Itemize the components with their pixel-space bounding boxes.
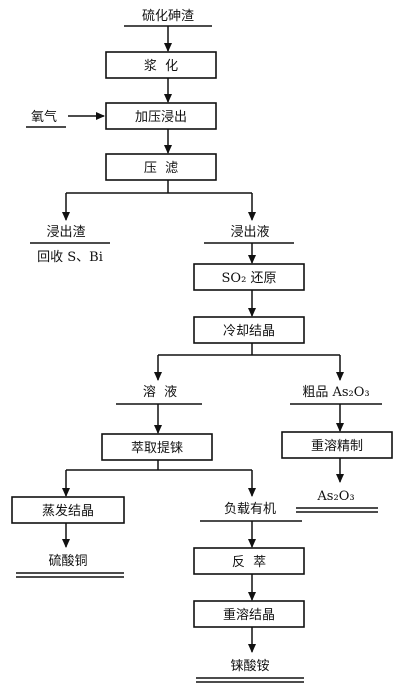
box-evap-crystal: [11, 496, 125, 524]
box-recrystal-refine: [281, 431, 393, 459]
label-crude: 粗品 As₂O₃: [302, 385, 369, 400]
label-cool-crystal: 冷却结晶: [223, 324, 275, 339]
label-product-as2o3: As₂O₃: [316, 489, 354, 504]
box-cool-crystal: [193, 316, 305, 344]
label-start: 硫化砷渣: [142, 9, 194, 24]
label-leach-residue: 浸出渣: [46, 225, 85, 240]
label-oxygen: 氧气: [31, 109, 57, 125]
label-loaded-org: 负载有机: [224, 502, 276, 517]
box-pressure-leach: [105, 102, 217, 130]
label-leach-liquor: 浸出液: [230, 225, 269, 240]
label-copper-sulfate: 硫酸铜: [48, 554, 87, 569]
label-so2-reduce: SO₂ 还原: [222, 271, 277, 286]
label-strip: 反 萃: [232, 555, 266, 570]
label-ammonium-perrhenate: 铼酸铵: [230, 659, 269, 674]
label-pressure-leach: 加压浸出: [135, 110, 187, 125]
box-slurry: [105, 51, 217, 79]
box-press-filter: [105, 153, 217, 181]
box-recrystal: [193, 600, 305, 628]
label-recrystal-refine: 重溶精制: [311, 438, 363, 454]
box-strip: [193, 547, 305, 575]
label-recrystal: 重溶结晶: [223, 607, 275, 623]
label-solution: 溶 液: [143, 385, 177, 400]
label-slurry: 浆 化: [144, 59, 178, 74]
box-extract-re: [101, 433, 213, 461]
box-so2-reduce: [193, 263, 305, 291]
label-recover: 回收 S、Bi: [37, 250, 103, 265]
label-evap-crystal: 蒸发结晶: [42, 503, 94, 519]
label-extract-re: 萃取提铼: [131, 440, 183, 456]
label-press-filter: 压 滤: [144, 161, 178, 176]
